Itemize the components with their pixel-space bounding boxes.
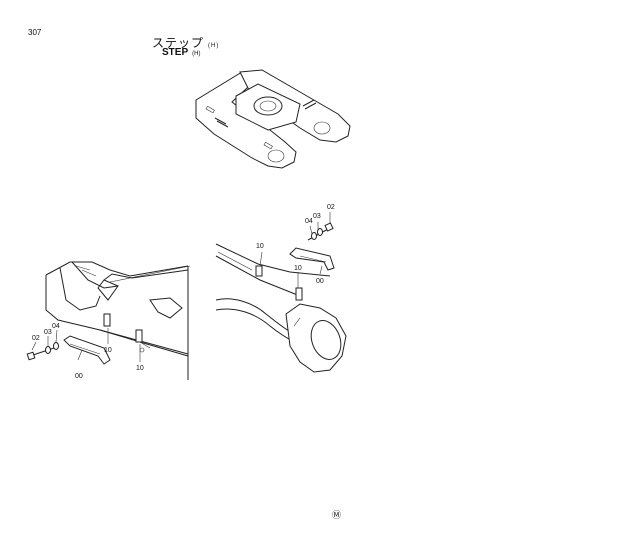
right-frame-view: 02 03 04 10 10 00: [215, 204, 347, 373]
callout-right-00: 00: [316, 278, 324, 285]
left-frame-view: 02 03 04 00 10 10: [26, 261, 189, 380]
callout-left-04: 04: [52, 323, 60, 330]
title-en-suffix: (H): [192, 51, 201, 57]
callout-left-02: 02: [32, 335, 40, 342]
title-ja-suffix: (H): [208, 43, 220, 49]
page-title-english: STEP(H): [162, 47, 200, 58]
callout-left-00: 00: [75, 373, 83, 380]
view-link-line: [109, 265, 191, 283]
callout-left-03: 03: [44, 329, 52, 336]
callout-right-03: 03: [313, 213, 321, 220]
page-title-japanese: ステップ(H): [152, 34, 219, 51]
callout-left-10b: 10: [136, 365, 144, 372]
callout-right-10a: 10: [256, 243, 264, 250]
callout-right-02: 02: [327, 204, 335, 211]
footer-mark: Ⓜ: [332, 510, 341, 521]
callout-right-04: 04: [305, 218, 313, 225]
page-number: 307: [28, 28, 42, 37]
title-ja-text: ステップ: [152, 36, 205, 50]
callout-right-10b: 10: [294, 265, 302, 272]
callout-left-10a: 10: [104, 347, 112, 354]
title-en-text: STEP: [162, 47, 189, 58]
track-link-overview: [195, 69, 351, 169]
